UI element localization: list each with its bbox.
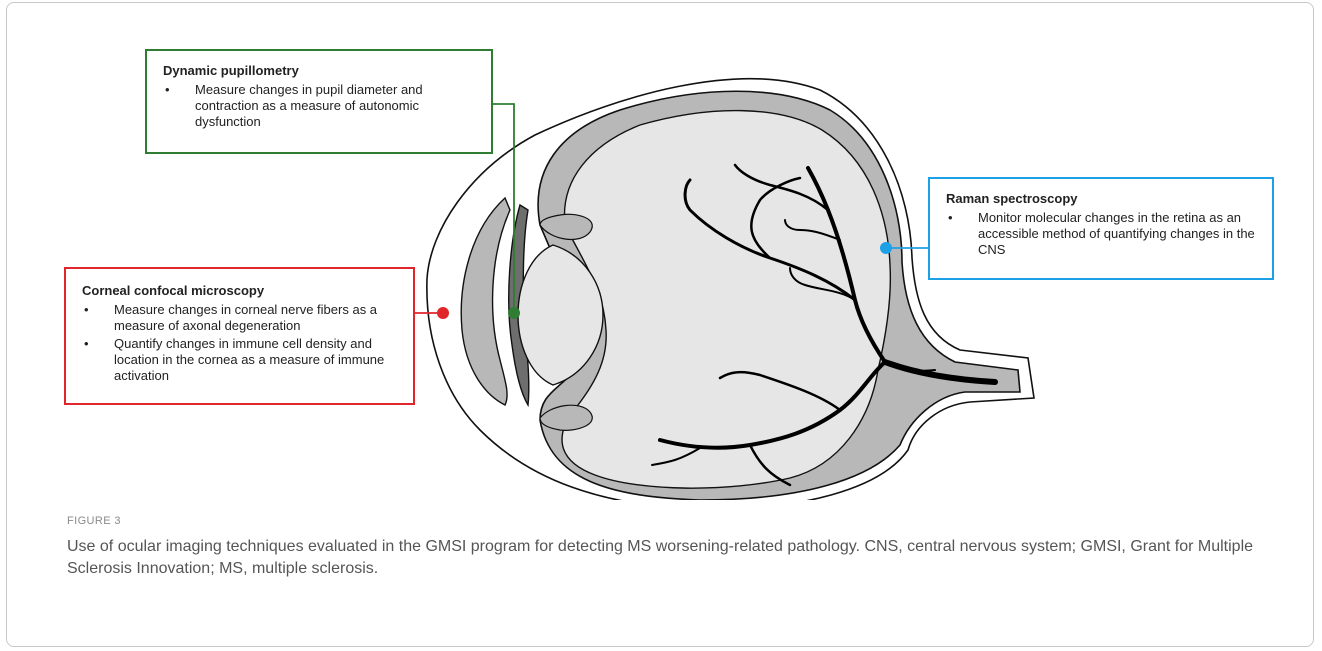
callout-bullets: Measure changes in pupil diameter and co… bbox=[163, 82, 475, 130]
callout-dynamic-pupillometry: Dynamic pupillometry Measure changes in … bbox=[145, 49, 493, 154]
callout-title: Corneal confocal microscopy bbox=[82, 283, 397, 298]
callout-title: Dynamic pupillometry bbox=[163, 63, 475, 78]
callout-corneal-confocal-microscopy: Corneal confocal microscopy Measure chan… bbox=[64, 267, 415, 405]
raman-dot bbox=[880, 242, 892, 254]
callout-title: Raman spectroscopy bbox=[946, 191, 1256, 206]
callout-bullets: Monitor molecular changes in the retina … bbox=[946, 210, 1256, 258]
callout-bullet: Measure changes in corneal nerve fibers … bbox=[82, 302, 397, 334]
callout-raman-spectroscopy: Raman spectroscopy Monitor molecular cha… bbox=[928, 177, 1274, 280]
vitreous bbox=[562, 111, 890, 489]
corneal-dot bbox=[437, 307, 449, 319]
figure-label: FIGURE 3 bbox=[67, 515, 121, 527]
figure-caption: Use of ocular imaging techniques evaluat… bbox=[67, 536, 1257, 580]
callout-bullet: Quantify changes in immune cell density … bbox=[82, 336, 397, 384]
callout-bullet: Measure changes in pupil diameter and co… bbox=[163, 82, 475, 130]
callout-bullets: Measure changes in corneal nerve fibers … bbox=[82, 302, 397, 384]
callout-bullet: Monitor molecular changes in the retina … bbox=[946, 210, 1256, 258]
pupillometry-dot bbox=[508, 307, 520, 319]
